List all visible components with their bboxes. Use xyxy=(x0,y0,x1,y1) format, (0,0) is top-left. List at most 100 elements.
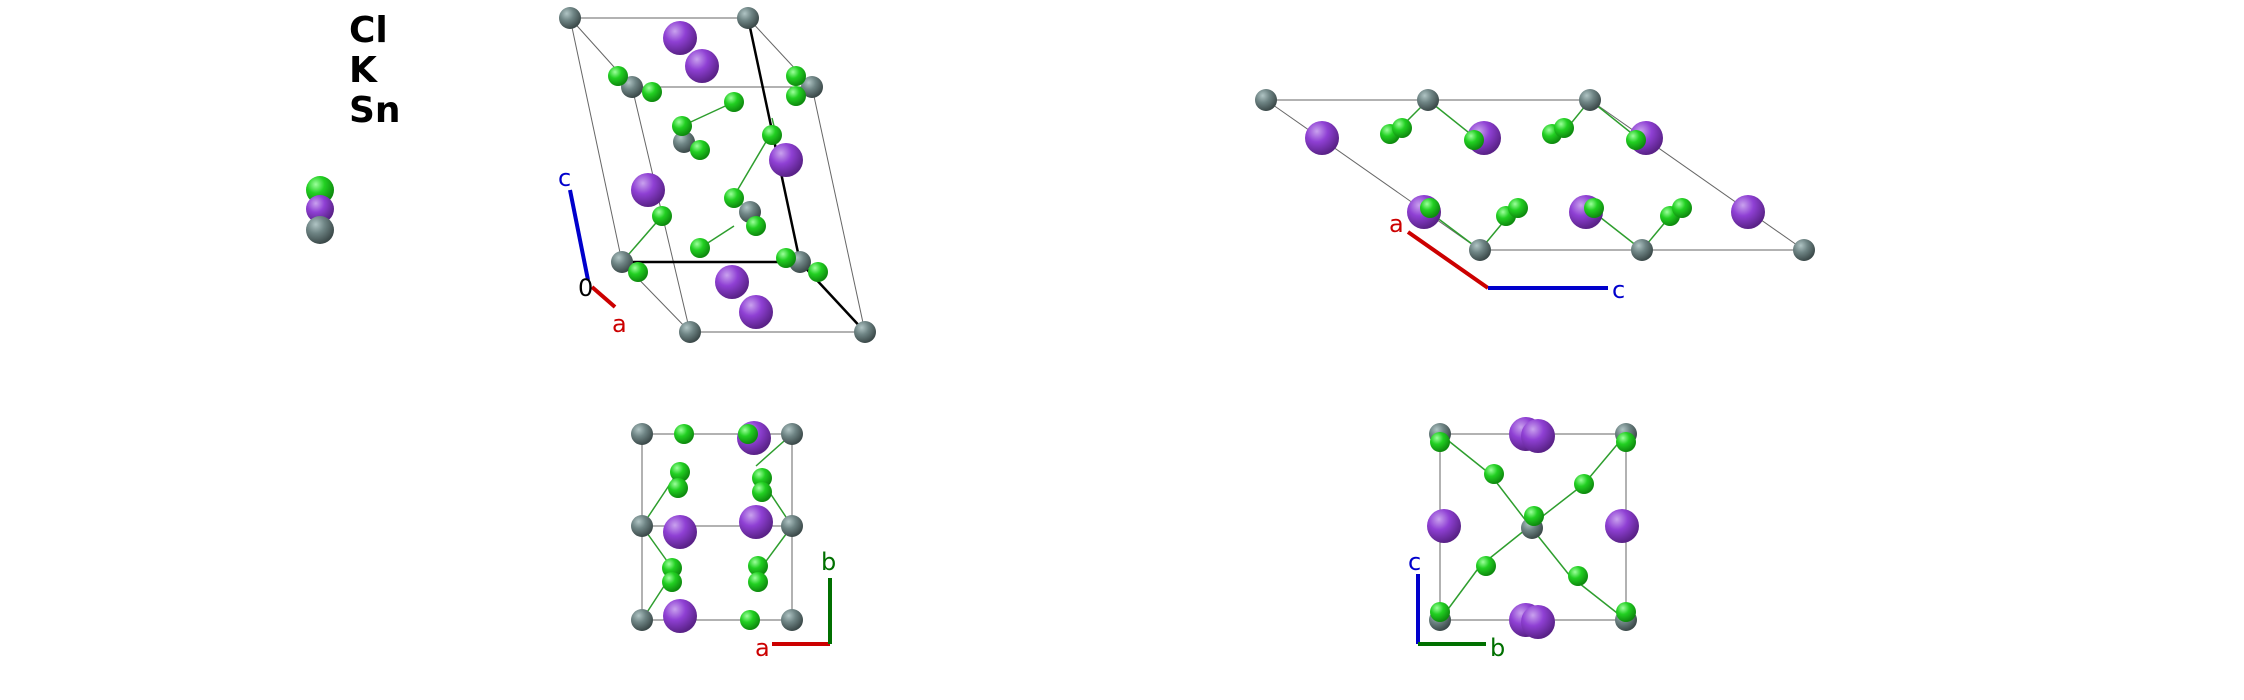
cl-atom xyxy=(1524,506,1544,526)
axis-b-label: b xyxy=(821,548,836,576)
cl-atom xyxy=(1464,130,1484,150)
sn-atom xyxy=(1469,239,1491,261)
cl-atom xyxy=(786,86,806,106)
legend-swatch-k xyxy=(306,195,334,223)
unit-cell-edges xyxy=(1265,99,1805,251)
cl-atom xyxy=(1616,432,1636,452)
sn-atom xyxy=(781,423,803,445)
atoms xyxy=(1255,89,1815,261)
cl-atom xyxy=(1508,198,1528,218)
axis-origin-label: 0 xyxy=(578,274,593,302)
axis-c-line xyxy=(568,189,590,281)
cl-atom xyxy=(662,572,682,592)
cl-atom xyxy=(608,66,628,86)
sn-atom xyxy=(854,321,876,343)
sn-atom xyxy=(559,7,581,29)
axis-indicator: c 0 a xyxy=(558,164,627,338)
element-legend: Cl K Sn xyxy=(306,10,401,244)
axis-indicator: c b xyxy=(1408,548,1505,662)
axis-a-line xyxy=(590,285,617,309)
sn-atom xyxy=(621,76,643,98)
axis-indicator: a b xyxy=(755,548,836,662)
axis-a-label: a xyxy=(1389,210,1404,238)
sn-atom xyxy=(673,131,695,153)
k-atom xyxy=(685,49,719,83)
cl-atom xyxy=(808,262,828,282)
sn-atom xyxy=(1579,89,1601,111)
legend-label-cl: Cl xyxy=(349,10,388,51)
cl-atom xyxy=(628,262,648,282)
cl-atom xyxy=(1420,198,1440,218)
cl-atom xyxy=(1626,130,1646,150)
cl-atom xyxy=(1672,198,1692,218)
axis-a-label: a xyxy=(755,634,770,662)
sn-atom xyxy=(631,515,653,537)
axis-c-label: c xyxy=(1612,276,1625,304)
view-along-a: c b xyxy=(1408,417,1639,662)
cl-atom xyxy=(1430,432,1450,452)
sn-atom xyxy=(1417,89,1439,111)
k-atom xyxy=(1521,605,1555,639)
atoms xyxy=(1427,417,1639,639)
bonds xyxy=(1395,99,1673,251)
axis-indicator: a c xyxy=(1389,210,1625,304)
cl-atom xyxy=(662,558,682,578)
sn-atom xyxy=(631,609,653,631)
cl-atom xyxy=(738,424,758,444)
k-atom xyxy=(739,295,773,329)
sn-atom xyxy=(1631,239,1653,261)
k-atom xyxy=(1605,509,1639,543)
k-atom xyxy=(663,599,697,633)
k-atom xyxy=(739,505,773,539)
cl-atom xyxy=(1430,602,1450,622)
cl-atom xyxy=(1574,474,1594,494)
cl-atom xyxy=(740,610,760,630)
sn-atom xyxy=(611,251,633,273)
legend-label-sn: Sn xyxy=(349,90,401,131)
atoms xyxy=(559,7,876,343)
cl-atom xyxy=(748,556,768,576)
sn-atom xyxy=(801,76,823,98)
atoms xyxy=(631,421,803,633)
sn-atom xyxy=(1255,89,1277,111)
cell-edge xyxy=(1265,99,1481,251)
cl-atom xyxy=(762,125,782,145)
k-atom xyxy=(663,515,697,549)
axis-a-label: a xyxy=(612,310,627,338)
cl-atom xyxy=(748,572,768,592)
cl-atom xyxy=(670,462,690,482)
k-atom xyxy=(715,265,749,299)
k-atom xyxy=(1731,195,1765,229)
view-perspective: c 0 a xyxy=(558,7,876,343)
cl-atom xyxy=(1484,464,1504,484)
sn-cl-bond xyxy=(733,134,771,197)
k-atom xyxy=(1305,121,1339,155)
cl-atom xyxy=(1584,198,1604,218)
sn-atom xyxy=(781,515,803,537)
cl-atom xyxy=(724,188,744,208)
sn-atom xyxy=(737,7,759,29)
cl-atom xyxy=(724,92,744,112)
legend-label-k: K xyxy=(349,50,378,91)
k-atom xyxy=(769,143,803,177)
axis-b-label: b xyxy=(1490,634,1505,662)
cell-edge xyxy=(569,17,623,263)
k-atom xyxy=(1521,419,1555,453)
cl-atom xyxy=(1392,118,1412,138)
axis-c-label: c xyxy=(558,164,571,192)
sn-atom xyxy=(1793,239,1815,261)
cl-atom xyxy=(672,116,692,136)
cl-atom xyxy=(690,140,710,160)
cl-atom xyxy=(690,238,710,258)
view-along-b: a c xyxy=(1255,89,1815,304)
cl-atom xyxy=(652,206,672,226)
sn-atom xyxy=(679,321,701,343)
axis-c-label: c xyxy=(1408,548,1421,576)
cl-atom xyxy=(1568,566,1588,586)
k-atom xyxy=(1427,509,1461,543)
sn-atom xyxy=(631,423,653,445)
cell-edge xyxy=(811,86,866,333)
view-along-c: a b xyxy=(631,421,836,662)
cl-atom xyxy=(1554,118,1574,138)
